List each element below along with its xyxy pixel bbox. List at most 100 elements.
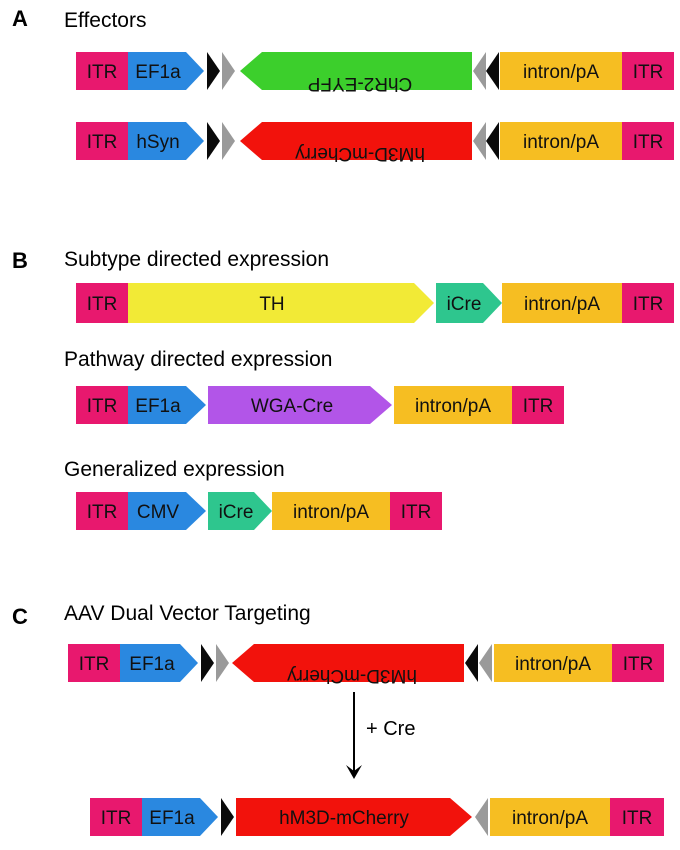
loxp-black-site: [465, 644, 478, 682]
itr-segment: [76, 386, 128, 424]
intron-pa-segment: [394, 386, 512, 424]
hm3d-mcherry-forward: [236, 798, 472, 836]
panel-a-letter: A: [12, 6, 28, 31]
intron-label: intron/pA: [524, 294, 600, 315]
intron-pa-segment: [502, 283, 622, 323]
loxp-gray-site: [473, 122, 486, 160]
itr-segment: [76, 52, 128, 90]
loxp-gray-site: [479, 644, 492, 682]
th-promoter: [128, 283, 434, 323]
itr-segment: [76, 492, 128, 530]
cmv-label: CMV: [137, 502, 180, 523]
itr-segment: [622, 52, 674, 90]
itr-label: ITR: [87, 396, 118, 417]
intron-label: intron/pA: [415, 396, 491, 417]
cmv-promoter: [128, 492, 206, 530]
ef1a-promoter: [128, 52, 204, 90]
ef1a-promoter: [120, 644, 198, 682]
loxp-black-site: [486, 122, 499, 160]
intron-label: intron/pA: [293, 502, 369, 523]
construct-chr2: ITR EF1a ChR2-EYFP intron/pA ITR: [76, 52, 674, 94]
construct-dio-before-cre: ITR EF1a hM3D-mCherry intron/pA ITR: [68, 644, 664, 686]
cre-step-label: + Cre: [366, 718, 415, 740]
loxp-gray-site: [475, 798, 488, 836]
loxp-gray-site: [222, 52, 235, 90]
icre-label: iCre: [219, 502, 254, 523]
itr-label: ITR: [622, 808, 653, 829]
panel-c-letter: C: [12, 604, 28, 629]
loxp-black-site: [207, 122, 220, 160]
panel-c-title: AAV Dual Vector Targeting: [64, 602, 311, 625]
itr-label: ITR: [87, 62, 118, 83]
itr-label: ITR: [633, 132, 664, 153]
itr-segment: [76, 283, 128, 323]
intron-pa-segment: [494, 644, 612, 682]
hm3d-label: hM3D-mCherry: [279, 808, 409, 829]
construct-wga-cre: ITR EF1a WGA-Cre intron/pA ITR: [76, 386, 564, 424]
icre-gene: [436, 283, 502, 323]
itr-label: ITR: [79, 654, 110, 675]
intron-label: intron/pA: [515, 654, 591, 675]
itr-label: ITR: [623, 654, 654, 675]
itr-segment: [76, 122, 128, 160]
construct-dio-after-cre: ITR EF1a hM3D-mCherry intron/pA ITR: [90, 798, 664, 836]
loxp-black-site: [486, 52, 499, 90]
intron-label: intron/pA: [512, 808, 588, 829]
icre-label: iCre: [447, 294, 482, 315]
panel-b-letter: B: [12, 248, 28, 273]
th-label: TH: [259, 294, 284, 315]
itr-label: ITR: [523, 396, 554, 417]
itr-label: ITR: [101, 808, 132, 829]
itr-segment: [68, 644, 120, 682]
hsyn-promoter: [128, 122, 204, 160]
itr-label: ITR: [87, 132, 118, 153]
panel-b-title: Subtype directed expression: [64, 248, 329, 271]
loxp-black-site: [207, 52, 220, 90]
panel-a-title: Effectors: [64, 9, 146, 32]
itr-segment: [512, 386, 564, 424]
generalized-subtitle: Generalized expression: [64, 458, 285, 481]
itr-segment: [90, 798, 142, 836]
itr-segment: [612, 644, 664, 682]
itr-segment: [390, 492, 442, 530]
hsyn-label: hSyn: [136, 132, 179, 153]
construct-th-icre: ITR TH iCre intron/pA ITR: [76, 283, 674, 323]
itr-label: ITR: [633, 294, 664, 315]
chr2-eyfp-inverted: [240, 52, 472, 90]
intron-label: intron/pA: [523, 62, 599, 83]
ef1a-promoter: [142, 798, 218, 836]
itr-segment: [610, 798, 664, 836]
itr-segment: [622, 122, 674, 160]
ef1a-label: EF1a: [135, 62, 181, 83]
hm3d-label: hM3D-mCherry: [295, 143, 425, 164]
loxp-gray-site: [222, 122, 235, 160]
wga-cre-label: WGA-Cre: [251, 396, 333, 417]
ef1a-promoter: [128, 386, 206, 424]
pathway-subtitle: Pathway directed expression: [64, 348, 332, 371]
itr-label: ITR: [87, 294, 118, 315]
itr-segment: [622, 283, 674, 323]
intron-pa-segment: [490, 798, 610, 836]
ef1a-label: EF1a: [149, 808, 195, 829]
ef1a-label: EF1a: [135, 396, 181, 417]
construct-hm3d-hsyn: ITR hSyn hM3D-mCherry intron/pA ITR: [76, 122, 674, 164]
intron-pa-segment: [272, 492, 390, 530]
hm3d-label: hM3D-mCherry: [287, 665, 417, 686]
itr-label: ITR: [87, 502, 118, 523]
hm3d-mcherry-inverted: [232, 644, 464, 682]
intron-pa-segment: [500, 52, 622, 90]
icre-gene: [208, 492, 272, 530]
ef1a-label: EF1a: [129, 654, 175, 675]
chr2-label: ChR2-EYFP: [308, 73, 413, 94]
intron-label: intron/pA: [523, 132, 599, 153]
loxp-gray-site: [473, 52, 486, 90]
loxp-gray-site: [216, 644, 229, 682]
construct-cmv-icre: ITR CMV iCre intron/pA ITR: [76, 492, 442, 530]
intron-pa-segment: [500, 122, 622, 160]
wga-cre-gene: [208, 386, 392, 424]
hm3d-mcherry-inverted: [240, 122, 472, 160]
itr-label: ITR: [401, 502, 432, 523]
loxp-black-site: [221, 798, 234, 836]
loxp-black-site: [201, 644, 214, 682]
